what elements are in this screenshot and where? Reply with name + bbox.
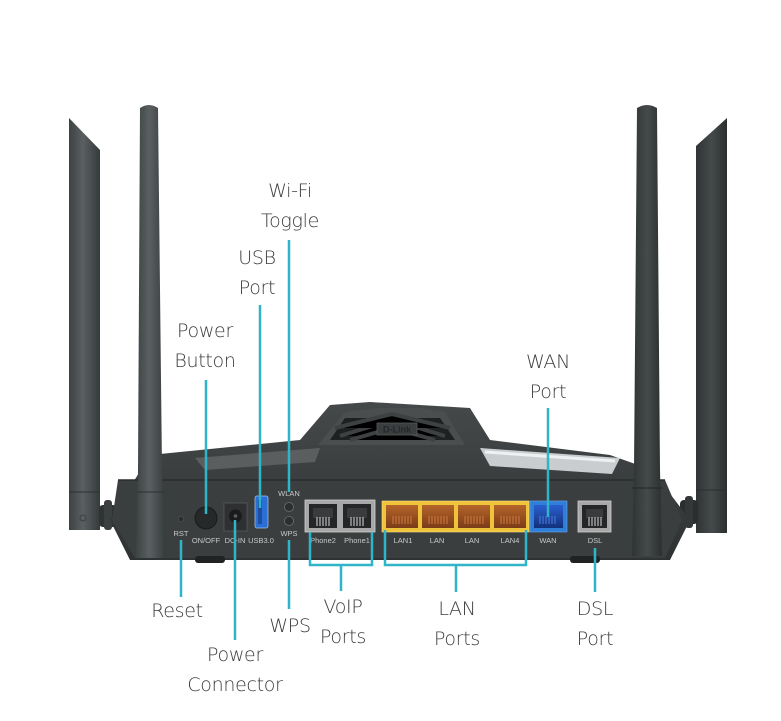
wlan-label: WLAN bbox=[278, 489, 300, 498]
callout-text: WAN bbox=[525, 351, 571, 373]
vent-grille: D-Link bbox=[318, 408, 465, 445]
callout-text: Connector bbox=[187, 674, 283, 696]
wps-panel-label: WPS bbox=[280, 529, 297, 538]
callout-lines bbox=[179, 240, 597, 640]
wifi-toggle-button[interactable] bbox=[284, 502, 294, 512]
callout-wifi-toggle: Wi-Fi Toggle bbox=[250, 176, 330, 236]
brand-logo: D-Link bbox=[383, 425, 412, 435]
voip-ports-bracket bbox=[308, 532, 374, 591]
callout-lan-ports: LAN Ports bbox=[422, 594, 492, 654]
callout-text: Port bbox=[238, 277, 276, 299]
callout-text: Port bbox=[529, 381, 567, 403]
callout-voip-ports: VoIP Ports bbox=[312, 592, 374, 652]
lan1-label: LAN1 bbox=[394, 536, 413, 545]
rst-label: RST bbox=[174, 529, 189, 538]
antenna-far-right bbox=[696, 118, 727, 533]
wan-label: WAN bbox=[539, 536, 556, 545]
dsl-port[interactable] bbox=[577, 500, 612, 533]
lan2-port[interactable] bbox=[422, 505, 454, 528]
callout-text: WPS bbox=[269, 615, 311, 637]
lan3-label: LAN bbox=[465, 536, 480, 545]
callout-text: Port bbox=[576, 628, 614, 650]
callout-text: Reset bbox=[151, 600, 203, 622]
callout-text: Ports bbox=[319, 626, 367, 648]
callout-wan-port: WAN Port bbox=[508, 347, 588, 407]
lan1-port[interactable] bbox=[386, 505, 418, 528]
phone1-port[interactable] bbox=[343, 504, 371, 528]
callout-text: Power bbox=[207, 644, 263, 666]
phone-ports bbox=[304, 499, 376, 533]
callout-text: Button bbox=[174, 350, 236, 372]
lan4-port[interactable] bbox=[494, 505, 526, 528]
callout-text: LAN bbox=[438, 598, 476, 620]
callout-text: VoIP bbox=[323, 596, 363, 618]
lan3-port[interactable] bbox=[458, 505, 490, 528]
antenna-left bbox=[136, 105, 166, 558]
lan2-label: LAN bbox=[430, 536, 445, 545]
callout-text: Ports bbox=[433, 628, 481, 650]
callout-dsl-port: DSL Port bbox=[565, 594, 625, 654]
callout-text: Toggle bbox=[261, 210, 319, 232]
callout-text: Power bbox=[177, 320, 233, 342]
callout-wps: WPS bbox=[262, 611, 318, 641]
callout-text: DSL bbox=[576, 598, 614, 620]
on-off-label: ON/OFF bbox=[192, 536, 221, 545]
phone1-label: Phone1 bbox=[344, 536, 370, 545]
callout-power-button: Power Button bbox=[165, 316, 245, 376]
antenna-right bbox=[632, 105, 662, 556]
lan4-label: LAN4 bbox=[501, 536, 520, 545]
callout-power-connector: Power Connector bbox=[180, 640, 290, 700]
lan-ports bbox=[381, 500, 530, 533]
phone2-port[interactable] bbox=[309, 504, 337, 528]
usb-label: USB3.0 bbox=[248, 536, 274, 545]
reset-pinhole[interactable] bbox=[178, 516, 184, 522]
phone2-label: Phone2 bbox=[310, 536, 336, 545]
callout-text: USB bbox=[238, 247, 276, 269]
dsl-label: DSL bbox=[588, 536, 603, 545]
lan-ports-bracket bbox=[383, 530, 528, 592]
wps-button[interactable] bbox=[284, 516, 294, 526]
callout-usb-port: USB Port bbox=[222, 243, 292, 303]
callout-text: Wi-Fi bbox=[268, 180, 312, 202]
antenna-far-left bbox=[69, 118, 100, 530]
callout-reset: Reset bbox=[140, 596, 214, 626]
